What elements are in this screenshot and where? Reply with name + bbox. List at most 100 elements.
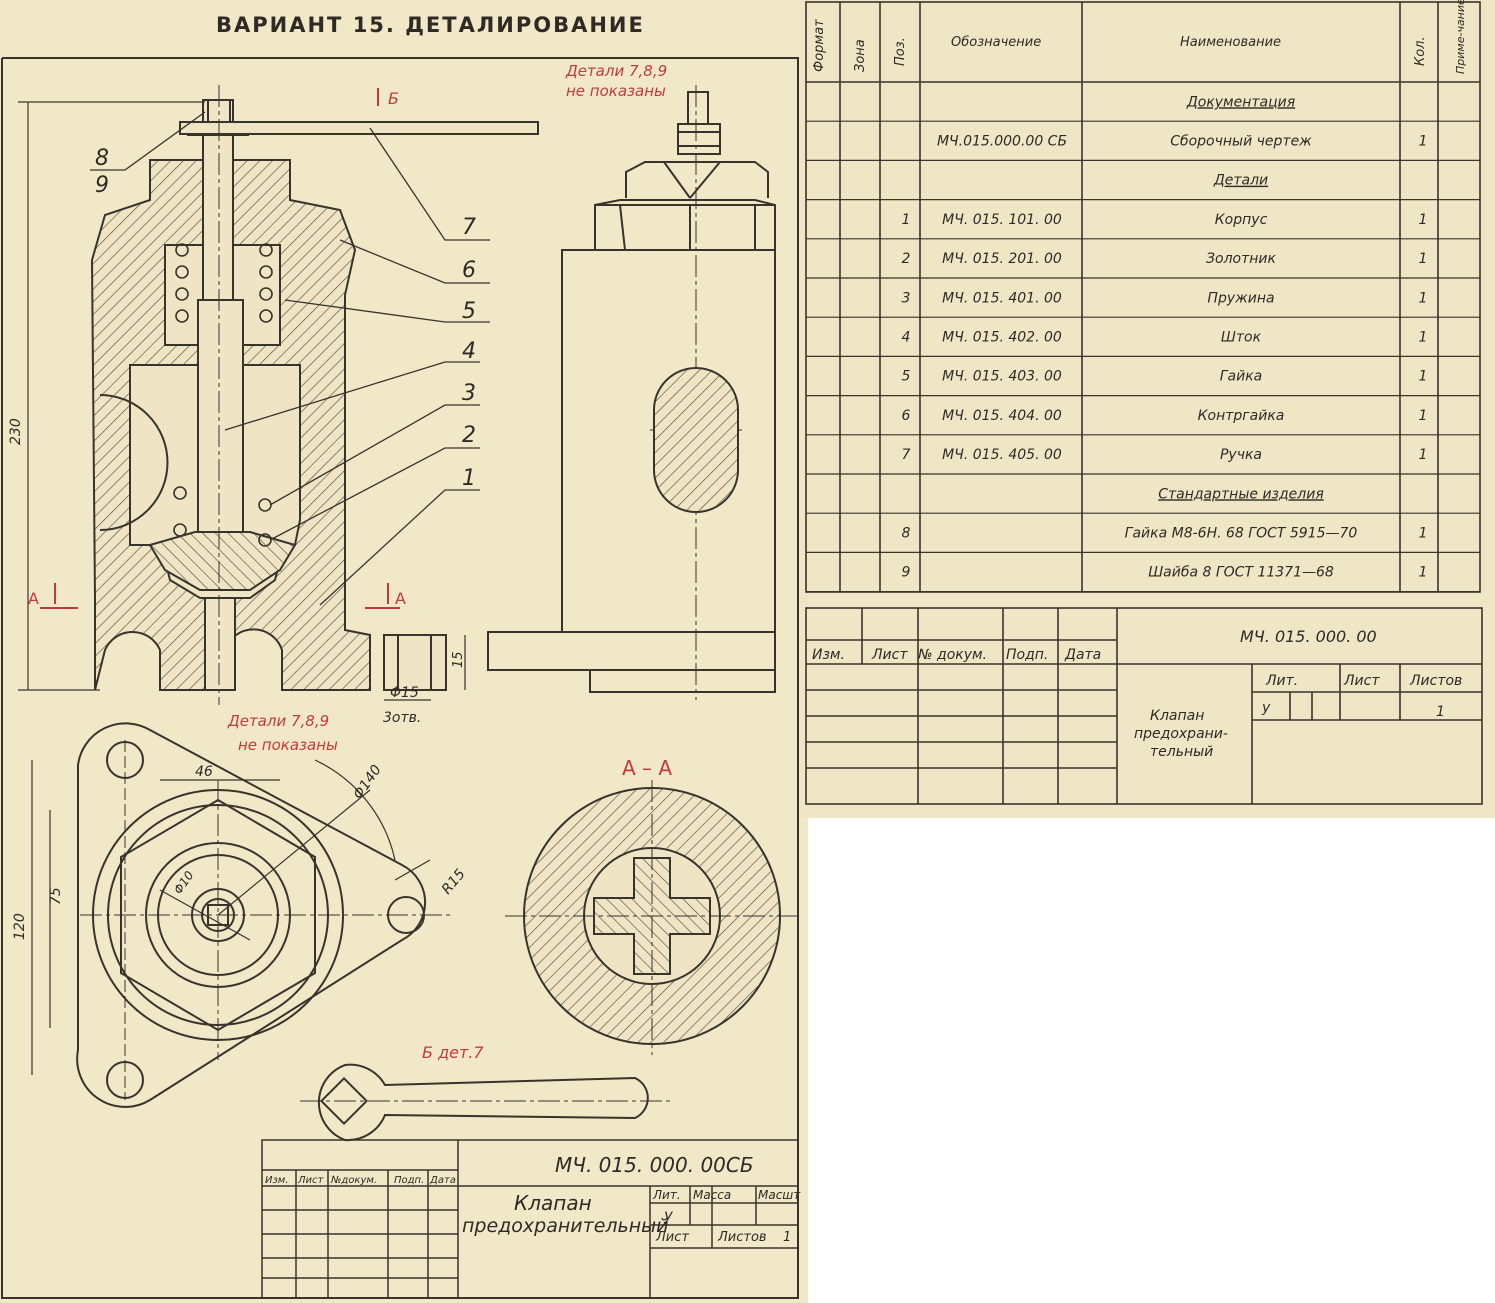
spec-tb-col-list: Лист <box>871 647 908 663</box>
spec-cell-qty: 1 <box>1419 565 1428 581</box>
base-dimensions <box>384 635 466 701</box>
spec-tb-col-doc: № докум. <box>917 647 987 663</box>
tb-col-list: Лист <box>297 1175 325 1186</box>
tb-lit-label: Лит. <box>652 1188 681 1202</box>
section-aa-view <box>505 780 800 1055</box>
spec-table-grid <box>805 1 1481 593</box>
section-markers <box>40 88 400 609</box>
spec-header-note: Приме-чание <box>1454 0 1467 74</box>
spec-cell-pos: 4 <box>902 330 911 346</box>
spec-cell-qty: 1 <box>1419 526 1428 542</box>
spec-cell-pos: 7 <box>902 447 911 463</box>
callout-2: 2 <box>462 423 476 448</box>
spec-cell-qty: 1 <box>1419 134 1428 150</box>
spec-cell-designation: МЧ. 015. 402. 00 <box>942 330 1062 346</box>
spec-cell-name: Пружина <box>1207 290 1274 306</box>
spec-cell-name: Детали <box>1213 173 1268 189</box>
spec-row-lines <box>806 120 1480 593</box>
spec-cell-qty: 1 <box>1419 369 1428 385</box>
arrow-mark-b: Б <box>388 89 399 108</box>
note-bottom-line1: Детали 7,8,9 <box>227 712 329 730</box>
spec-cell-name: Золотник <box>1206 251 1276 267</box>
tb-title-line2: предохранительный <box>462 1215 669 1237</box>
spec-tb-lit-label: Лит. <box>1265 673 1298 689</box>
callout-5: 5 <box>462 299 476 324</box>
tb-title-line1: Клапан <box>514 1191 592 1215</box>
callout-8: 8 <box>95 146 109 171</box>
tb-scale-label: Масшт <box>758 1188 801 1202</box>
spec-tb-col-date: Дата <box>1064 647 1101 663</box>
spec-tb-sheet-label: Лист <box>1343 673 1380 689</box>
spec-cell-qty: 1 <box>1419 251 1428 267</box>
callout-leaders <box>90 111 490 606</box>
tb-col-doc: №докум. <box>330 1175 377 1186</box>
spec-cell-pos: 5 <box>902 369 911 385</box>
top-view <box>31 722 450 1108</box>
spec-tb-lit-value: у <box>1261 700 1271 716</box>
section-title: А – А <box>622 756 672 780</box>
spec-tb-code: МЧ. 015. 000. 00 <box>1240 627 1377 646</box>
tb-col-sign: Подп. <box>394 1175 424 1186</box>
note-top-line1: Детали 7,8,9 <box>565 62 667 80</box>
spec-title-block <box>805 607 1483 805</box>
detail-label: Б дет.7 <box>422 1043 484 1062</box>
spec-cell-name: Стандартные изделия <box>1158 486 1324 502</box>
spec-cell-name: Контргайка <box>1198 408 1285 424</box>
spec-cell-name: Документация <box>1186 94 1295 110</box>
spec-cell-designation: МЧ. 015. 201. 00 <box>942 251 1062 267</box>
spec-cell-qty: 1 <box>1419 330 1428 346</box>
spec-cell-qty: 1 <box>1419 408 1428 424</box>
callout-6: 6 <box>462 258 476 283</box>
spec-cell-pos: 3 <box>902 290 911 306</box>
spec-header-name: Наименование <box>1180 35 1281 50</box>
tb-sheet-label: Лист <box>655 1230 689 1245</box>
drawing-title-block <box>261 1139 799 1299</box>
spec-cell-name: Шток <box>1221 330 1262 346</box>
dim-120-label: 120 <box>12 913 28 940</box>
tb-lit-value: у <box>663 1206 674 1224</box>
callout-4: 4 <box>462 339 476 364</box>
spec-header-designation: Обозначение <box>951 35 1041 50</box>
dim-holes-label: 3отв. <box>383 710 421 726</box>
spec-cell-pos: 2 <box>902 251 911 267</box>
main-section-view <box>90 85 539 705</box>
spec-cell-designation: МЧ. 015. 404. 00 <box>942 408 1062 424</box>
right-paper <box>800 0 1495 818</box>
spec-header-qty: Кол. <box>1413 36 1428 66</box>
tb-sheets-value: 1 <box>783 1230 791 1245</box>
spec-cell-name: Гайка М8-6Н. 68 ГОСТ 5915—70 <box>1125 526 1358 542</box>
spec-cell-name: Гайка <box>1220 369 1263 385</box>
section-mark-left: А <box>28 589 39 608</box>
spec-cell-designation: МЧ. 015. 405. 00 <box>942 447 1062 463</box>
side-view <box>487 85 776 700</box>
spec-cell-designation: МЧ. 015. 401. 00 <box>942 290 1062 306</box>
callout-3: 3 <box>462 381 476 406</box>
tb-col-izm: Изм. <box>265 1175 289 1186</box>
spec-cell-name: Шайба 8 ГОСТ 11371—68 <box>1148 565 1334 581</box>
note-bottom-line2: не показаны <box>238 736 338 754</box>
tb-sheets-label: Листов <box>717 1230 767 1245</box>
spec-tb-col-sign: Подп. <box>1006 647 1048 663</box>
spec-cell-name: Корпус <box>1215 212 1268 228</box>
spec-tb-sheets-label: Листов <box>1409 673 1462 689</box>
handle-detail-view <box>300 1063 670 1142</box>
spec-cell-pos: 6 <box>902 408 911 424</box>
spec-tb-title-line2: предохрани- <box>1134 726 1228 742</box>
spec-header-pos: Поз. <box>893 37 908 66</box>
spec-cell-qty: 1 <box>1419 290 1428 306</box>
spec-cell-pos: 8 <box>902 526 911 542</box>
spec-cell-designation: МЧ. 015. 403. 00 <box>942 369 1062 385</box>
dim-phi15-label: Φ15 <box>390 685 419 701</box>
dim-75-label: 75 <box>48 887 64 905</box>
spec-cell-name: Ручка <box>1220 447 1262 463</box>
note-top-line2: не показаны <box>566 82 666 100</box>
spec-cell-qty: 1 <box>1419 447 1428 463</box>
dimension-230 <box>18 101 205 691</box>
spec-cell-designation: МЧ.015.000.00 СБ <box>937 134 1067 150</box>
callout-9: 9 <box>95 173 109 198</box>
title-block-code: МЧ. 015. 000. 00СБ <box>555 1153 754 1177</box>
callout-7: 7 <box>462 215 476 240</box>
spec-tb-title-line1: Клапан <box>1150 708 1204 724</box>
tb-mass-label: Масса <box>693 1188 731 1202</box>
